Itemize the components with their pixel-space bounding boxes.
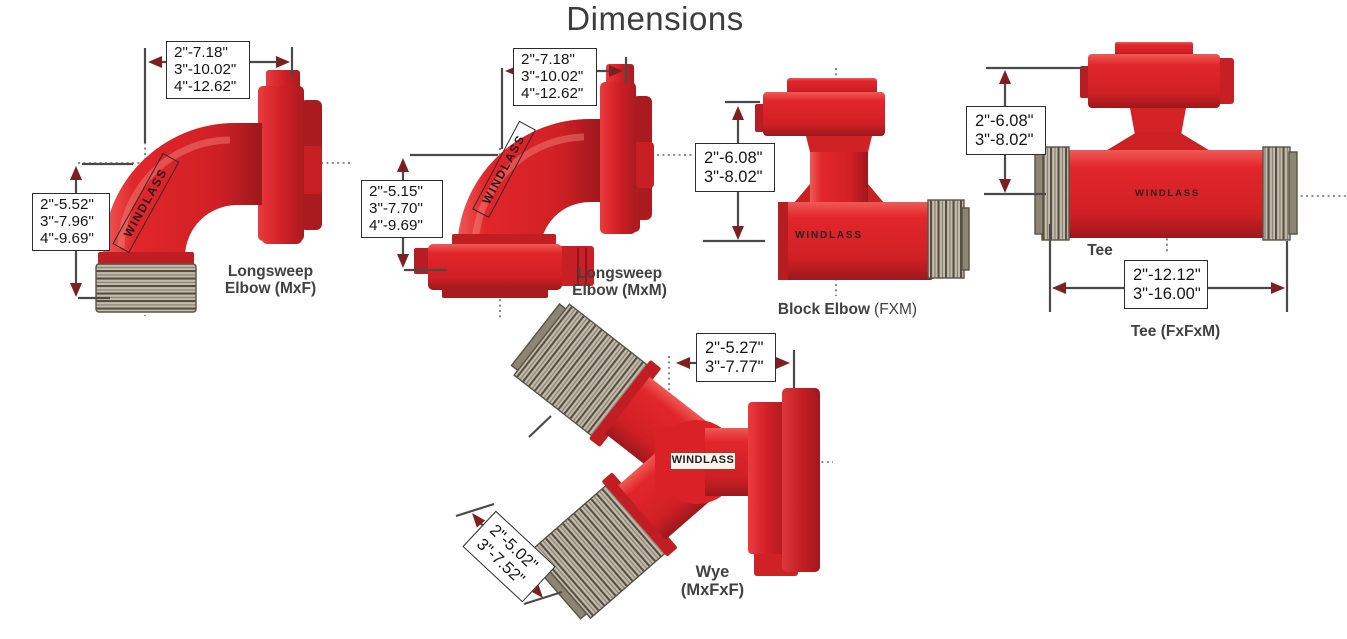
tee-brand-mark: WINDLASS — [1135, 188, 1201, 199]
elbow-mxf-label-line2: Elbow (MxF) — [224, 280, 317, 298]
elbow-mxm-art — [414, 64, 694, 318]
tee-width-dimension: 2"-12.12" 3"-16.00" — [1124, 260, 1208, 310]
elbow-mxm-label: Longsweep Elbow (MxM) — [562, 265, 677, 299]
elbow-mxf-width-dimension: 2"-7.18" 3"-10.02" 4"-12.62" — [166, 41, 250, 99]
block-elbow-label-name: Block Elbow — [777, 301, 871, 318]
tee-art — [1034, 42, 1346, 254]
wye-label-line2: (MxFxF) — [680, 581, 745, 600]
page-title: Dimensions — [566, 0, 744, 37]
wye-label: Wye (MxFxF) — [660, 563, 765, 599]
wye-top-dimension: 2"-5.27" 3"-7.77" — [696, 333, 776, 383]
elbow-mxf-label-line1: Longsweep — [227, 263, 314, 280]
block-elbow-height-dimension: 2"-6.08" 3"-8.02" — [695, 143, 775, 193]
elbow-mxm-label-line1: Longsweep — [576, 265, 663, 282]
elbow-mxm-height-dimension: 2"-5.15" 3"-7.70" 4"-9.69" — [361, 180, 443, 238]
elbow-mxm-width-dimension: 2"-7.18" 3"-10.02" 4"-12.62" — [513, 48, 597, 106]
block-elbow-label: Block Elbow(FXM) — [770, 301, 925, 318]
tee-height-dimension: 2"-6.08" 3"-8.02" — [966, 106, 1046, 156]
wye-label-line1: Wye — [695, 563, 730, 581]
elbow-mxf-label: Longsweep Elbow (MxF) — [213, 263, 328, 297]
elbow-mxm-label-line2: Elbow (MxM) — [572, 282, 667, 300]
block-elbow-label-suffix: (FXM) — [874, 301, 918, 318]
tee-label: Tee (FxFxM) — [1130, 323, 1221, 340]
block-elbow-art — [755, 68, 970, 296]
tee-side-label: Tee — [1087, 242, 1113, 259]
elbow-mxf-height-dimension: 2"-5.52" 3"-7.96" 4"-9.69" — [32, 193, 110, 251]
wye-brand-mark: WINDLASS — [670, 452, 736, 470]
block-elbow-brand-mark: WINDLASS — [795, 230, 863, 241]
